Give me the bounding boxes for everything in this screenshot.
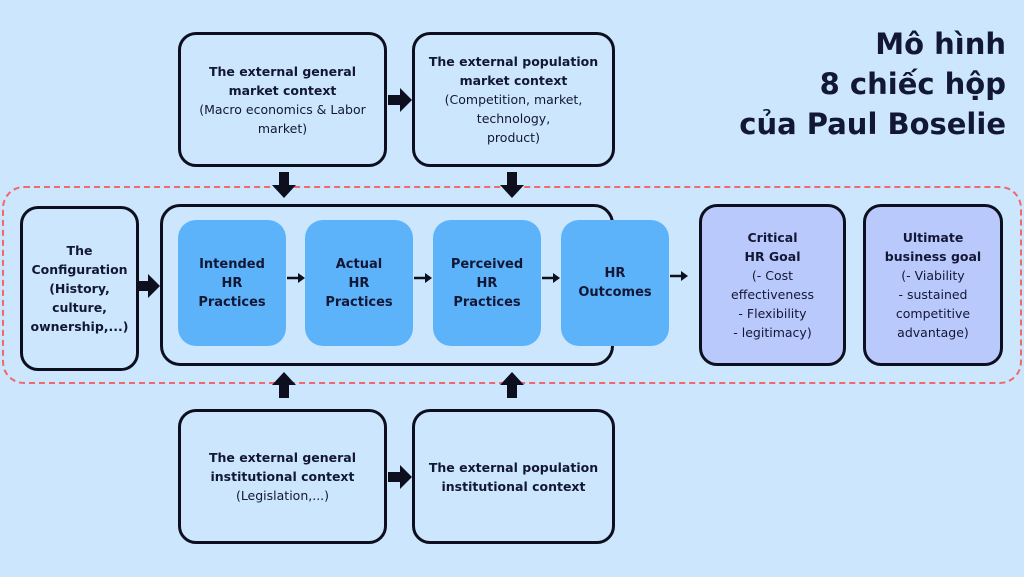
arrow-right-icon [388, 465, 412, 489]
title-line: Mô hình [875, 27, 1006, 61]
arrow-right-icon [138, 274, 160, 298]
arrow-up-icon [500, 372, 524, 398]
box-perceived-hr-practices: Perceived HR Practices [433, 220, 541, 346]
arrow-down-icon [500, 172, 524, 198]
title-line: của Paul Boselie [739, 107, 1006, 141]
arrow-up-icon [272, 372, 296, 398]
diagram-title: Mô hình 8 chiếc hộp của Paul Boselie [680, 24, 1006, 144]
box-critical-hr-goal: Critical HR Goal (- Cost effectiveness -… [699, 204, 846, 366]
arrow-thin-right-icon [414, 273, 432, 283]
title-line: 8 chiếc hộp [819, 67, 1006, 101]
box-hr-outcomes: HR Outcomes [561, 220, 669, 346]
arrow-thin-right-icon [670, 271, 688, 281]
arrow-right-icon [388, 88, 412, 112]
arrow-down-icon [272, 172, 296, 198]
box-ultimate-business-goal: Ultimate business goal (- Viability - su… [863, 204, 1003, 366]
box-actual-hr-practices: Actual HR Practices [305, 220, 413, 346]
box-configuration: The Configuration (History, culture, own… [20, 206, 139, 371]
box-general-market-context: The external general market context (Mac… [178, 32, 387, 167]
box-population-market-context: The external population market context (… [412, 32, 615, 167]
box-population-institutional-context: The external population institutional co… [412, 409, 615, 544]
box-intended-hr-practices: Intended HR Practices [178, 220, 286, 346]
arrow-thin-right-icon [287, 273, 305, 283]
arrow-thin-right-icon [542, 273, 560, 283]
box-general-institutional-context: The external general institutional conte… [178, 409, 387, 544]
